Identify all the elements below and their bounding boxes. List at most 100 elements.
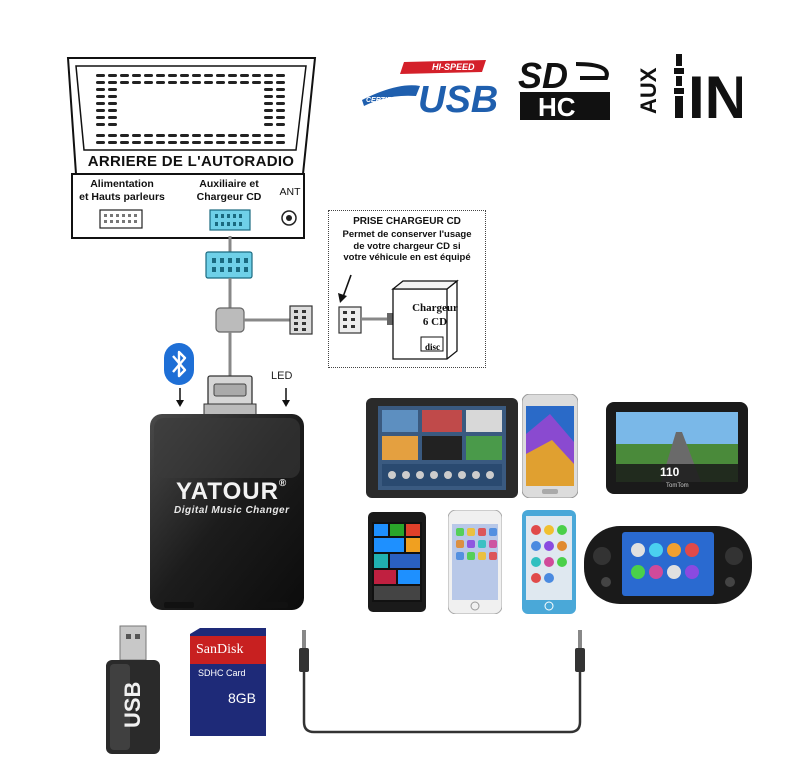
aux-cable <box>290 626 594 736</box>
cd-changer-label: Chargeur 6 CD <box>407 301 463 329</box>
windows-phone <box>368 512 426 612</box>
vent-slot <box>120 141 129 144</box>
aux-connector-label: Auxiliaire et Chargeur CD <box>186 178 272 204</box>
vent-slot <box>108 141 117 144</box>
vent-slot <box>216 134 225 137</box>
vent-slot <box>204 74 213 77</box>
power-label-line1: Alimentation <box>76 178 168 191</box>
ipod-nano <box>522 510 576 614</box>
aux-plug <box>206 252 252 278</box>
gps-device: 110 TomTom <box>606 402 748 494</box>
vent-slot <box>180 81 189 84</box>
usb-banner-text: HI-SPEED <box>432 62 475 72</box>
vent-slot <box>132 81 141 84</box>
cd-note-line3: votre véhicule en est équipé <box>329 252 485 264</box>
vent-slot <box>96 95 105 98</box>
vent-slot <box>96 123 105 126</box>
vent-slot <box>108 134 117 137</box>
vent-slot <box>264 109 273 112</box>
cd-note-title: PRISE CHARGEUR CD <box>329 216 485 227</box>
in-logo-text: IN <box>688 64 742 124</box>
vent-slot <box>216 81 225 84</box>
vent-slot <box>96 141 105 144</box>
vent-slot <box>180 134 189 137</box>
vent-slot <box>276 123 285 126</box>
vent-slot <box>276 134 285 137</box>
sd-type: SDHC Card <box>198 668 246 678</box>
vent-slot <box>120 81 129 84</box>
sd-capacity: 8GB <box>228 690 256 706</box>
cd-note-text: Permet de conserver l'usage de votre cha… <box>329 229 485 264</box>
vent-slot <box>228 74 237 77</box>
gps-brand: TomTom <box>666 483 689 489</box>
cd-changer-note: PRISE CHARGEUR CD Permet de conserver l'… <box>328 210 486 368</box>
vent-slot <box>240 74 249 77</box>
registered-mark: ® <box>279 478 287 489</box>
sdhc-logo: SD HC <box>516 54 614 122</box>
hc-logo-text: HC <box>538 92 576 122</box>
vent-slot <box>132 74 141 77</box>
vent-slot <box>120 74 129 77</box>
vent-slot <box>96 88 105 91</box>
iphone-device <box>448 510 502 614</box>
vent-slot <box>264 74 273 77</box>
vent-slot <box>240 141 249 144</box>
vent-slot <box>144 141 153 144</box>
vent-slot <box>144 74 153 77</box>
vent-slot <box>192 134 201 137</box>
aux-in-logo: AUX IN <box>630 50 742 124</box>
vent-slot <box>264 81 273 84</box>
sd-card: SanDisk SDHC Card 8GB <box>190 628 266 736</box>
led-label: LED <box>271 370 292 382</box>
yatour-device: YATOUR® Digital Music Changer <box>148 412 306 612</box>
vent-slot <box>168 81 177 84</box>
car-radio-rear: ARRIERE DE L'AUTORADIO Alimentation et H… <box>0 0 330 240</box>
usb-logo-text: USB <box>418 79 498 121</box>
vent-slot <box>168 134 177 137</box>
vent-slot <box>108 88 117 91</box>
vent-slot <box>108 116 117 119</box>
vent-slot <box>216 141 225 144</box>
vent-slot <box>204 141 213 144</box>
vent-slot <box>108 102 117 105</box>
vent-slot <box>108 81 117 84</box>
vent-slot <box>264 116 273 119</box>
vent-slot <box>132 134 141 137</box>
vent-slot <box>180 74 189 77</box>
vent-slot <box>156 134 165 137</box>
cd-note-line1: Permet de conserver l'usage <box>329 229 485 241</box>
vent-slot <box>192 74 201 77</box>
vent-slot <box>276 109 285 112</box>
vent-slot <box>264 95 273 98</box>
device-brand: YATOUR® <box>176 478 287 506</box>
vent-slot <box>216 74 225 77</box>
vent-slot <box>168 74 177 77</box>
car-radio-drawing <box>0 0 330 240</box>
aux-logo-text: AUX <box>636 67 661 114</box>
changer-line1: Chargeur <box>407 301 463 315</box>
vent-slot <box>276 74 285 77</box>
vent-slot <box>144 81 153 84</box>
usb-stick: USB <box>98 624 168 756</box>
vent-slot <box>132 141 141 144</box>
vent-slot <box>240 134 249 137</box>
cable-splitter <box>216 308 244 332</box>
vent-slot <box>228 134 237 137</box>
cd-note-line2: de votre chargeur CD si <box>329 241 485 253</box>
vent-slot <box>252 141 261 144</box>
vent-slot <box>276 88 285 91</box>
vent-slot <box>240 81 249 84</box>
vent-slot <box>228 141 237 144</box>
aux-label-line1: Auxiliaire et <box>186 178 272 191</box>
sd-logo-text: SD <box>518 55 568 96</box>
galaxy-phone <box>522 394 578 498</box>
device-subtitle: Digital Music Changer <box>174 505 290 516</box>
sd-brand: SanDisk <box>196 642 243 658</box>
usb-certified-text: CERTIFIED <box>366 97 403 104</box>
usb-logo: HI-SPEED CERTIFIED USB <box>358 56 498 122</box>
vent-slot <box>276 141 285 144</box>
vent-slot <box>264 141 273 144</box>
vent-slot <box>108 109 117 112</box>
vent-slot <box>204 134 213 137</box>
vent-slot <box>264 88 273 91</box>
